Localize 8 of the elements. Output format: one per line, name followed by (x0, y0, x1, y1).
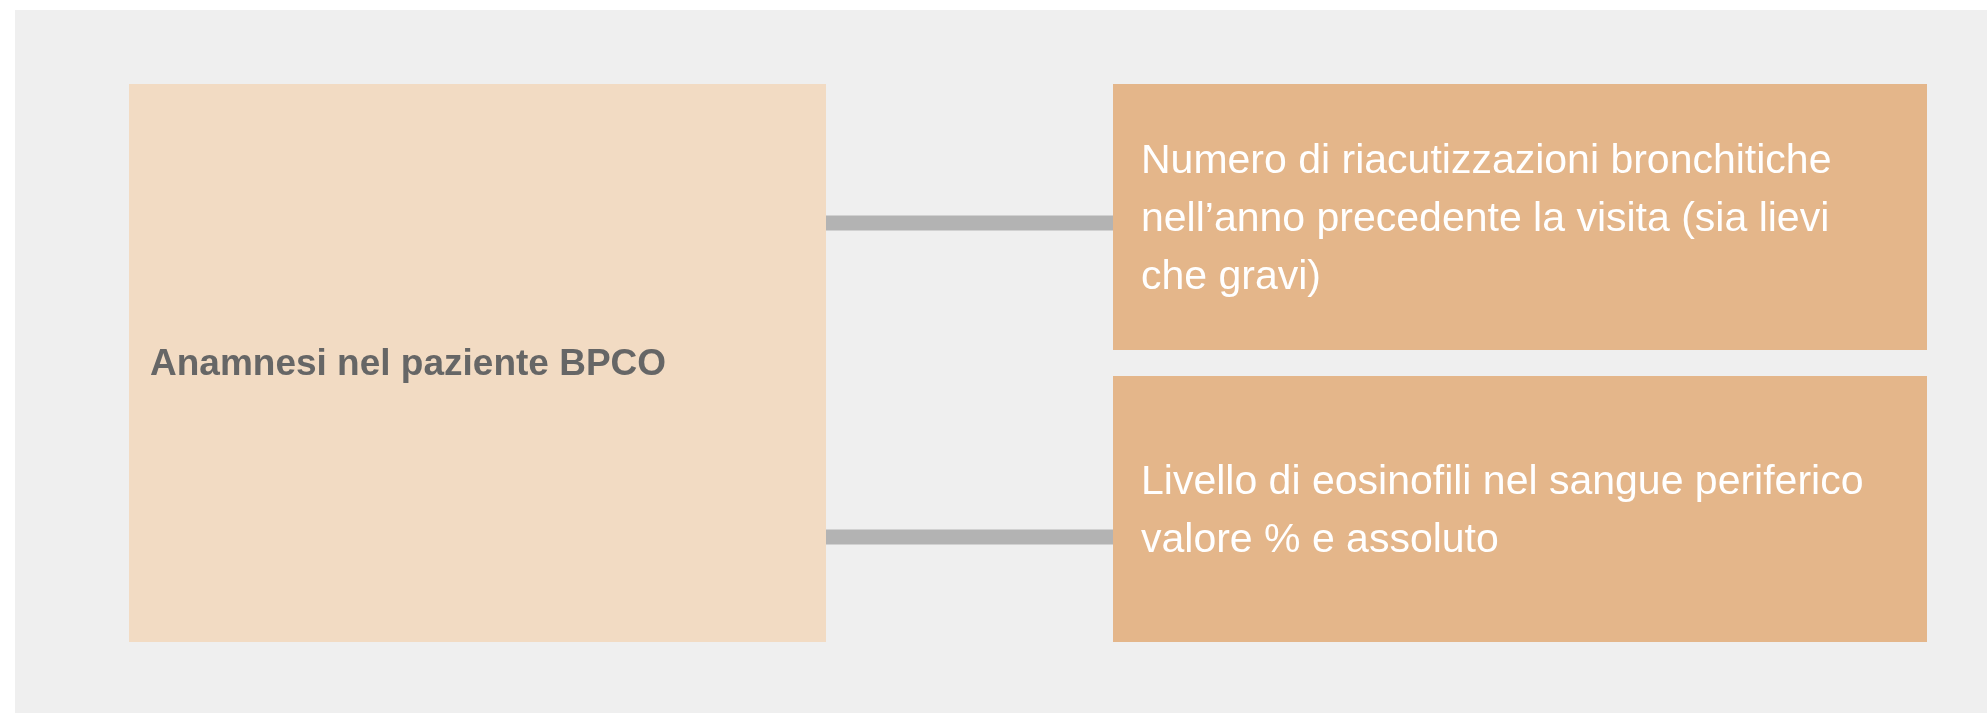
info-text: Numero di riacutizzazioni bronchitiche nell’anno precedente la visita (sia lievi che gravi) (1141, 134, 1833, 301)
connector-line (826, 215, 1113, 231)
topic-title: Anamnesi nel paziente BPCO (150, 340, 667, 385)
info-text: Livello di eosinofili nel sangue periferico valore % e assoluto (1141, 455, 1865, 563)
topic-box (129, 84, 826, 642)
connector-line (826, 529, 1113, 545)
info-box (1113, 84, 1927, 350)
info-box (1113, 376, 1927, 642)
